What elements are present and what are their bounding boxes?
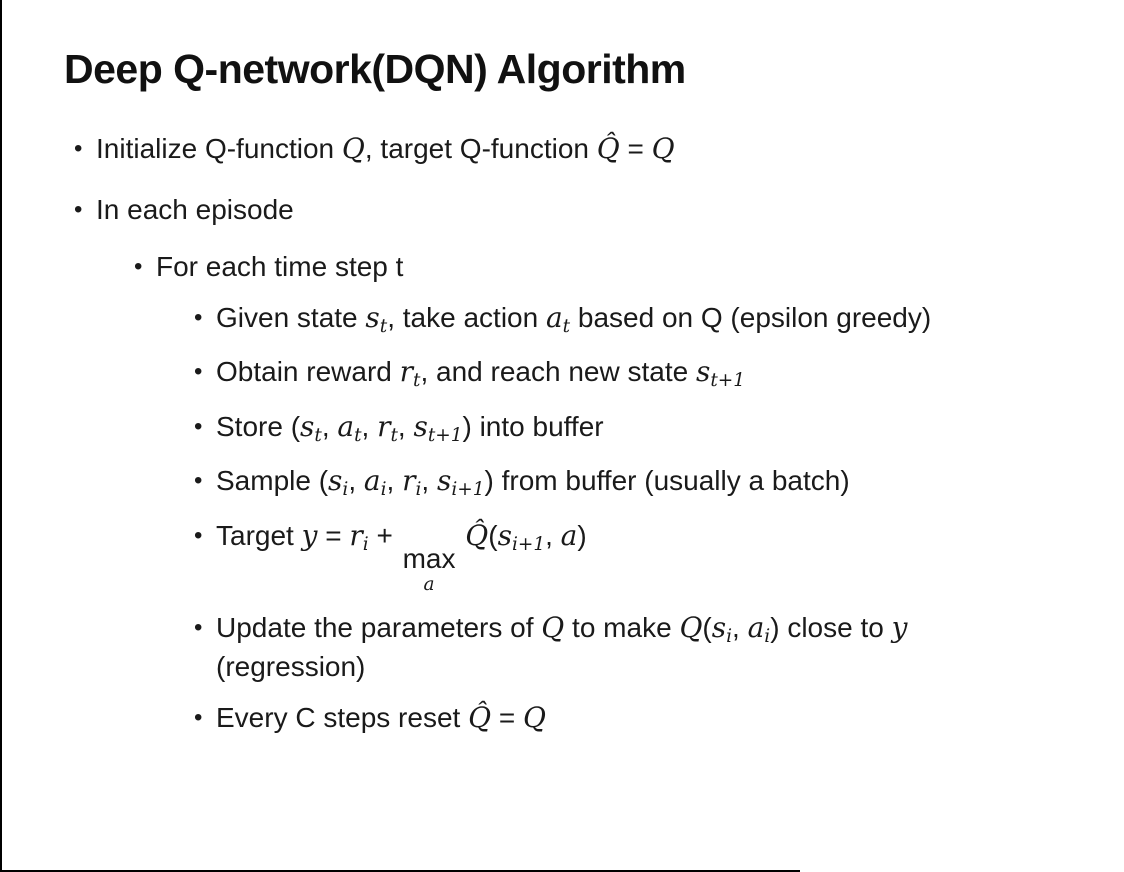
bullet-icon: • (194, 303, 203, 331)
bullet-icon: • (194, 358, 203, 386)
bullet-text: Initialize Q-function Q, target Q-functi… (96, 132, 675, 166)
bullet-in-each-episode: • In each episode (74, 192, 1104, 227)
bullet-text: Update the parameters of Q to make Q(si,… (216, 611, 908, 682)
bullet-obtain-reward: • Obtain reward rt, and reach new state … (194, 354, 1104, 392)
bullet-every-c-steps-reset: • Every C steps reset Q̂ = Q (194, 700, 1104, 735)
slide-bottom-border (0, 870, 800, 872)
bullet-icon: • (74, 135, 83, 163)
bullet-store-into-buffer: • Store (st, at, rt, st+1) into buffer (194, 409, 1104, 447)
bullet-text: Every C steps reset Q̂ = Q (216, 700, 546, 734)
bullet-text: Store (st, at, rt, st+1) into buffer (216, 409, 604, 447)
bullet-icon: • (194, 703, 203, 731)
bullet-icon: • (194, 521, 203, 549)
bullet-list: • Initialize Q-function Q, target Q-func… (0, 131, 1124, 735)
slide-title: Deep Q-network(DQN) Algorithm (64, 46, 686, 92)
bullet-text: Given state st, take action at based on … (216, 300, 932, 338)
bullet-icon: • (194, 614, 203, 642)
bullet-icon: • (134, 252, 143, 280)
slide-left-border (0, 0, 2, 872)
bullet-icon: • (194, 467, 203, 495)
bullet-for-each-time-step: • For each time step t (134, 249, 1104, 284)
bullet-sample-from-buffer: • Sample (si, ai, ri, si+1) from buffer … (194, 463, 1104, 501)
bullet-text: For each time step t (156, 250, 404, 282)
bullet-text: In each episode (96, 194, 294, 226)
bullet-icon: • (194, 412, 203, 440)
bullet-update-parameters: • Update the parameters of Q to make Q(s… (194, 610, 1104, 684)
bullet-given-state-take-action: • Given state st, take action at based o… (194, 300, 1104, 338)
bullet-text: Obtain reward rt, and reach new state st… (216, 355, 745, 392)
bullet-icon: • (74, 196, 83, 224)
bullet-initialize-q-function: • Initialize Q-function Q, target Q-func… (74, 131, 1104, 166)
bullet-text: Sample (si, ai, ri, si+1) from buffer (u… (216, 464, 850, 501)
